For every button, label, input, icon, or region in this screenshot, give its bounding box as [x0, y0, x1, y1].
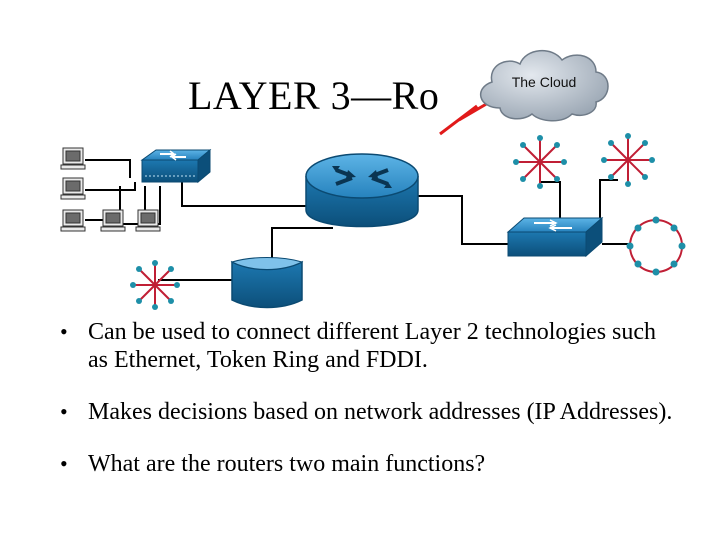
- bullet-text: Can be used to connect different Layer 2…: [88, 319, 657, 373]
- wan-link: [439, 94, 501, 136]
- pc-icons: [60, 147, 161, 232]
- star-network-icon-left: [130, 260, 180, 310]
- cable-router-hub: [158, 227, 333, 281]
- bullet-dot: •: [60, 399, 68, 424]
- star-network-icon-2: [601, 133, 655, 187]
- cloud-icon: [480, 50, 609, 122]
- pc-icon-3: [60, 209, 86, 232]
- cable-switch-router: [181, 182, 308, 207]
- bullet-text: What are the routers two main functions?: [88, 451, 486, 477]
- slide-title: LAYER 3—Ro: [188, 73, 440, 118]
- pc-icon-5: [135, 209, 161, 232]
- network-diagram: [60, 50, 686, 310]
- pc-icon-4: [100, 209, 126, 232]
- cable-router-switch2: [415, 195, 510, 245]
- pc-icon-1: [60, 147, 86, 170]
- bullet-list: • Can be used to connect different Layer…: [60, 318, 680, 502]
- bullet-item: • What are the routers two main function…: [60, 450, 680, 478]
- router-icon: [305, 153, 419, 228]
- cable-star1-switch2: [540, 181, 561, 232]
- bullet-item: • Can be used to connect different Layer…: [60, 318, 680, 374]
- cloud-label: The Cloud: [511, 74, 577, 90]
- cable-star2-switch2: [580, 179, 618, 223]
- switch-icon-left: [140, 148, 212, 184]
- bullet-item: • Makes decisions based on network addre…: [60, 398, 680, 426]
- hub-icon: [230, 257, 304, 309]
- ring-network-icon: [626, 216, 686, 276]
- pc-icon-2: [60, 177, 86, 200]
- bullet-dot: •: [60, 451, 68, 476]
- cable-pc-2: [85, 182, 136, 191]
- bullet-text: Makes decisions based on network address…: [88, 399, 673, 425]
- star-network-icon-1: [513, 135, 567, 189]
- switch-icon-right: [506, 216, 604, 258]
- cable-pc-1: [85, 159, 131, 178]
- bullet-dot: •: [60, 319, 68, 344]
